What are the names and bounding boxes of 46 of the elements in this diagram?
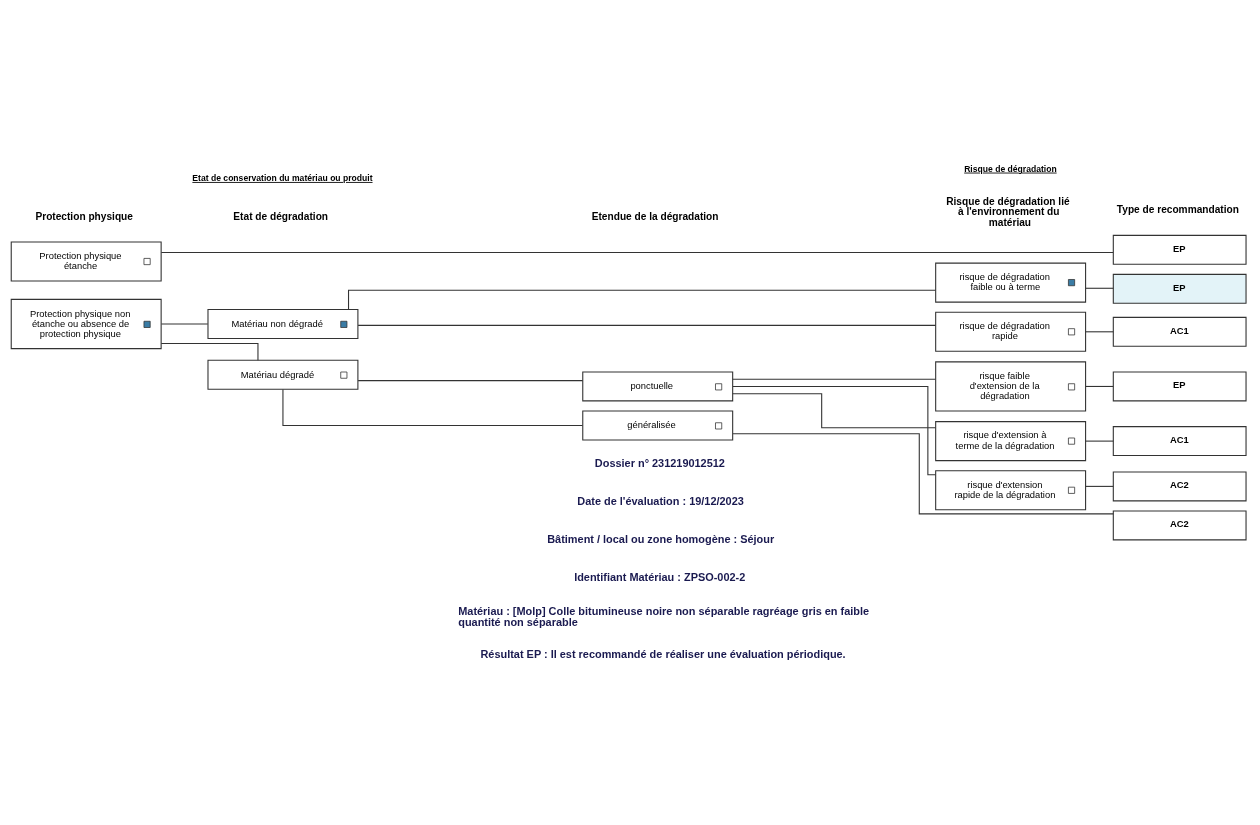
label: Dossier n° 231219012512 bbox=[594, 456, 725, 469]
connector bbox=[282, 388, 584, 426]
connector bbox=[732, 385, 937, 475]
connector bbox=[160, 322, 209, 325]
node-box: Matériau non dégradé bbox=[207, 308, 359, 339]
node-box: risque de dégradation faible ou à terme bbox=[935, 262, 1087, 303]
node-box: ponctuelle bbox=[582, 370, 734, 401]
label: Risque de dégradation bbox=[964, 163, 1057, 174]
label: Date de l'évaluation : 19/12/2023 bbox=[577, 494, 744, 507]
connector bbox=[357, 379, 584, 381]
label: Risque de dégradation lié à l'environnement du matériau bbox=[946, 195, 1070, 228]
label: Etendue de la dégradation bbox=[591, 210, 719, 222]
connector bbox=[357, 324, 937, 326]
node-box: Protection physique étanche bbox=[10, 240, 162, 282]
node-box: risque faible d'extension de la dégradation bbox=[935, 360, 1087, 412]
node-box: AC1 bbox=[1112, 425, 1247, 456]
label: Etat de conservation du matériau ou produit bbox=[192, 172, 373, 183]
node-box: AC2 bbox=[1112, 509, 1247, 540]
connector bbox=[160, 251, 1114, 253]
connector bbox=[732, 432, 1114, 514]
label: Résultat EP : Il est recommandé de réaliser une évaluation périodique. bbox=[480, 647, 846, 660]
connector bbox=[1085, 440, 1114, 442]
node-box: Matériau dégradé bbox=[207, 359, 359, 390]
connector bbox=[1085, 385, 1114, 387]
connector bbox=[1085, 287, 1114, 289]
node-box: Protection physique non étanche ou absence de protection physique bbox=[10, 298, 162, 349]
node-box: AC2 bbox=[1112, 470, 1247, 501]
node-box: risque d'extension rapide de la dégradation bbox=[935, 469, 1087, 510]
node-box: généralisée bbox=[582, 410, 734, 440]
label: Protection physique bbox=[35, 210, 133, 222]
connector bbox=[348, 289, 937, 310]
label: Bâtiment / local ou zone homogène : Séjour bbox=[547, 532, 775, 545]
node-box: risque d'extension à terme de la dégradation bbox=[935, 420, 1087, 461]
node-box: risque de dégradation rapide bbox=[935, 311, 1087, 352]
node-box: EP bbox=[1112, 370, 1247, 401]
node-box: EP bbox=[1112, 234, 1247, 265]
node-box: AC1 bbox=[1112, 316, 1247, 347]
label: Matériau : [Molp] Colle bitumineuse noire non séparable ragréage gris en faible quantité non séparable bbox=[458, 604, 870, 628]
connector bbox=[732, 378, 936, 380]
node-box: EP bbox=[1112, 273, 1247, 304]
label: Identifiant Matériau : ZPSO-002-2 bbox=[574, 570, 746, 583]
connector bbox=[1085, 330, 1114, 332]
label: Type de recommandation bbox=[1116, 203, 1239, 215]
label: Etat de dégradation bbox=[233, 210, 329, 222]
connector bbox=[732, 392, 936, 428]
connector bbox=[1085, 485, 1114, 487]
